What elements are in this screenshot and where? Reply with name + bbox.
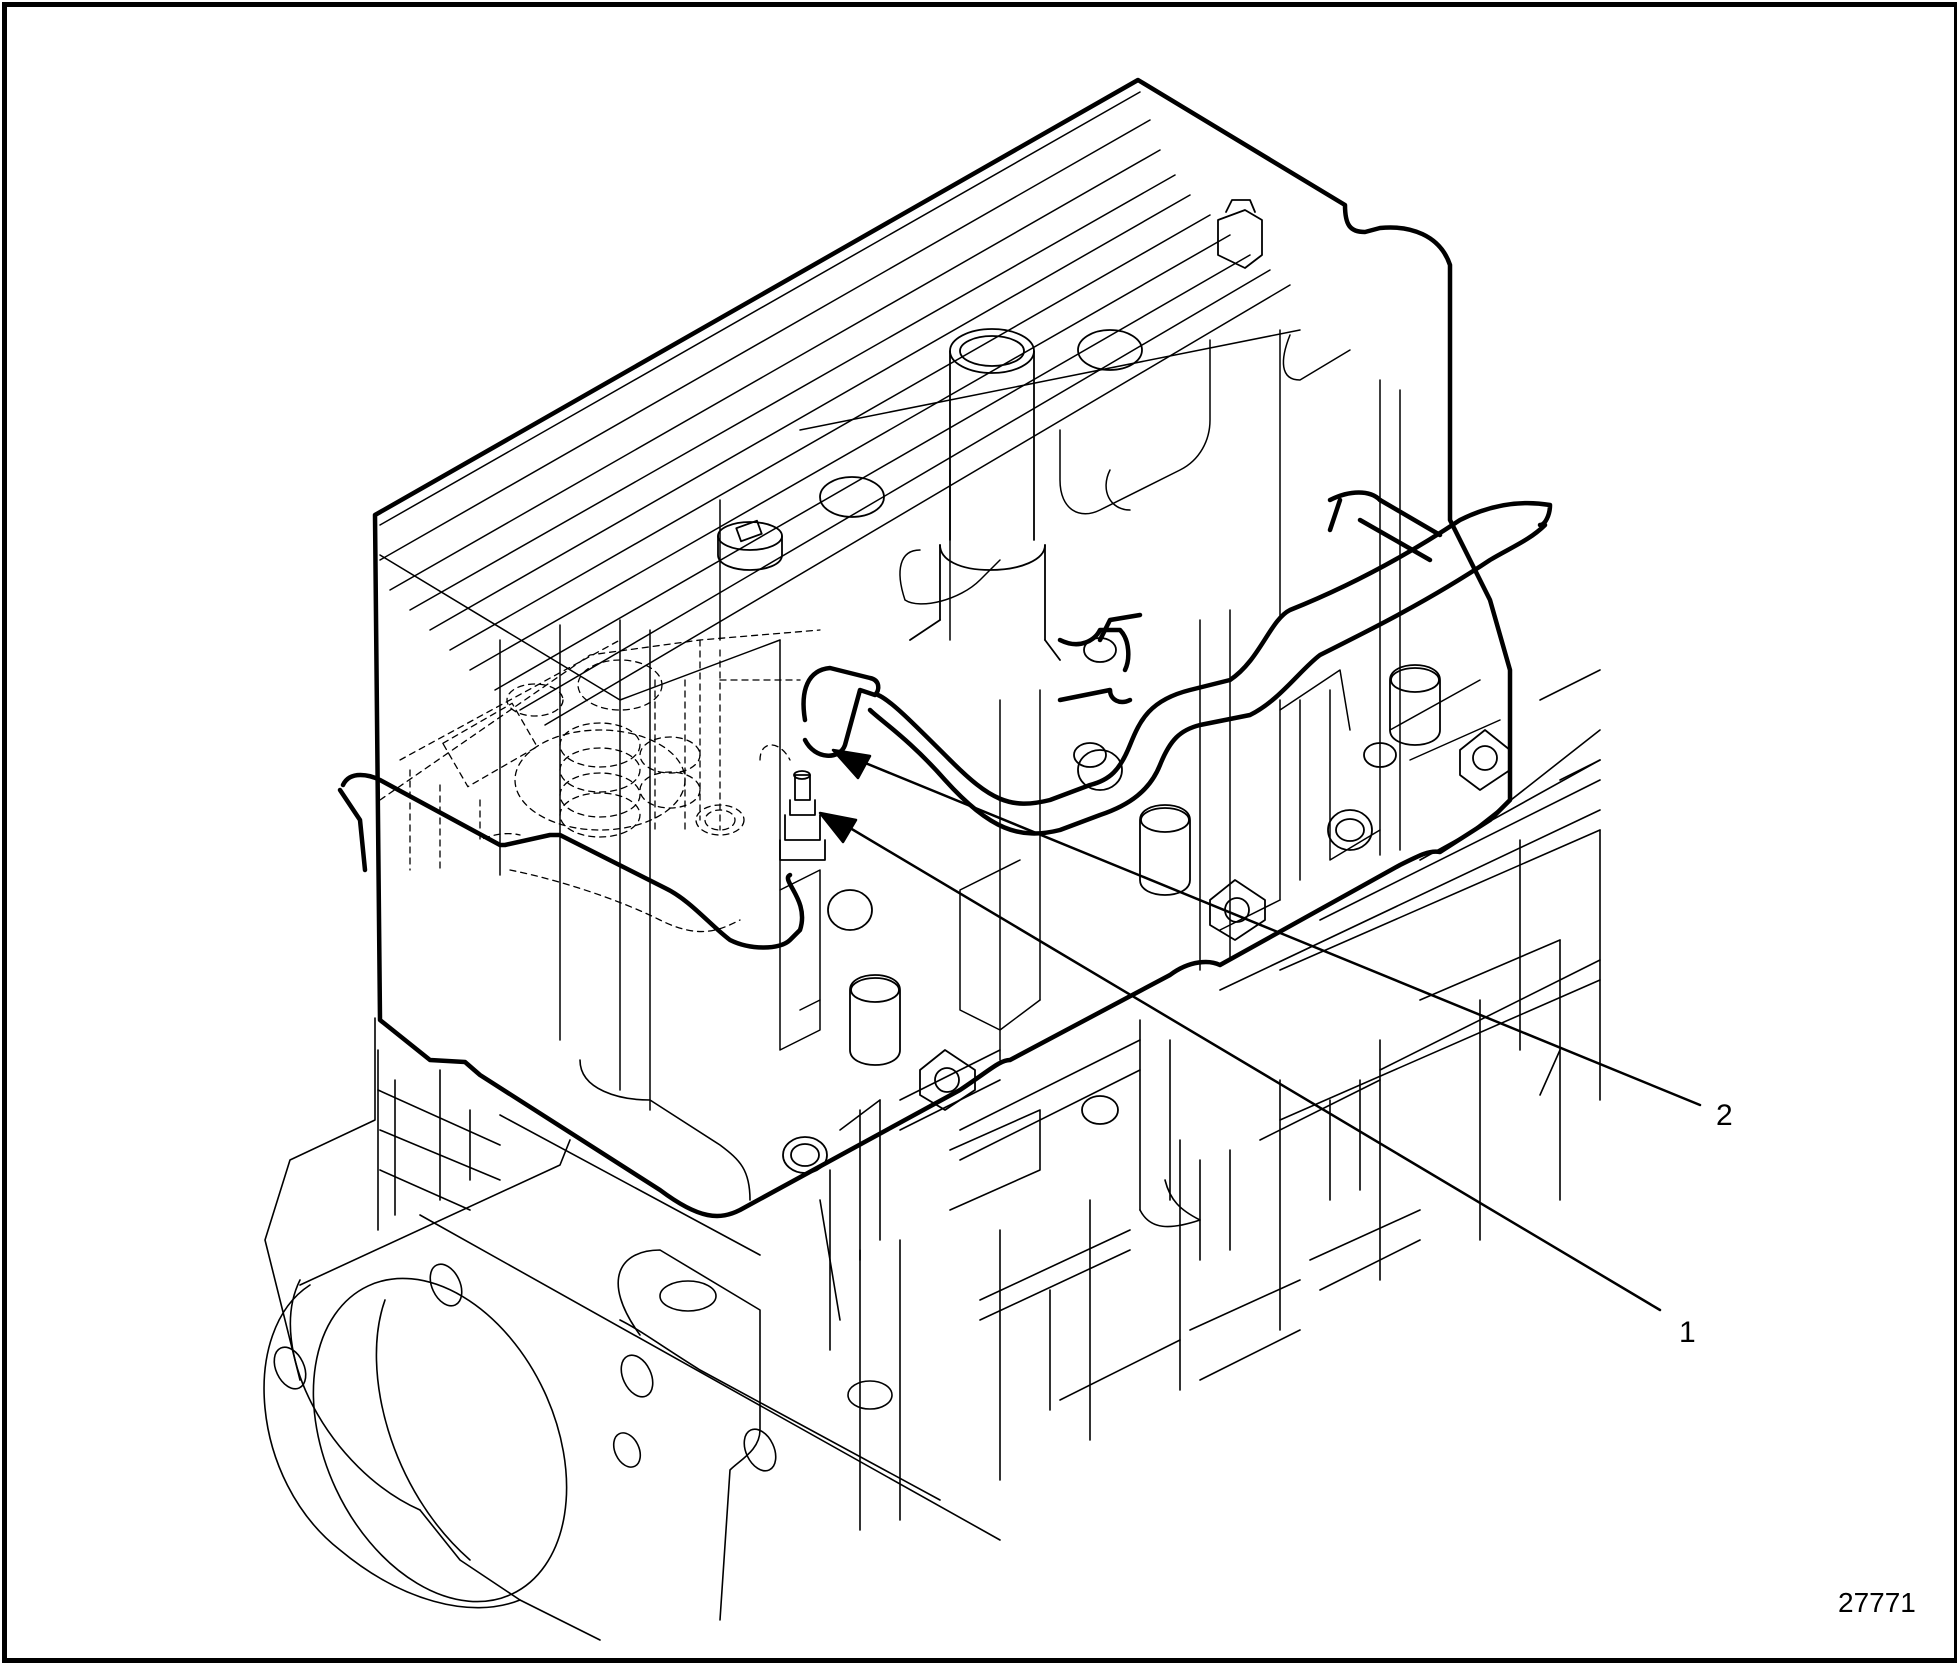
- cover-plugs: [717, 199, 1263, 571]
- fitting: [779, 770, 826, 861]
- leader-line-2: [856, 758, 1702, 1107]
- breather-tube: [801, 490, 1553, 836]
- callout-label-1: 1: [1679, 1316, 1696, 1349]
- arrowhead-2: [831, 748, 872, 780]
- figure-number: 27771: [1838, 1587, 1916, 1618]
- leader-line-1: [843, 823, 1662, 1312]
- oil-filler-neck: [909, 328, 1061, 661]
- callout-leaders: [818, 748, 1702, 1312]
- arrowhead-1: [818, 811, 858, 844]
- head-bolts: [782, 637, 1511, 1174]
- engine-block: [263, 669, 1601, 1641]
- cylinder-head: [337, 77, 1513, 1219]
- callout-label-2: 2: [1716, 1099, 1733, 1132]
- hidden-internals: [379, 629, 821, 933]
